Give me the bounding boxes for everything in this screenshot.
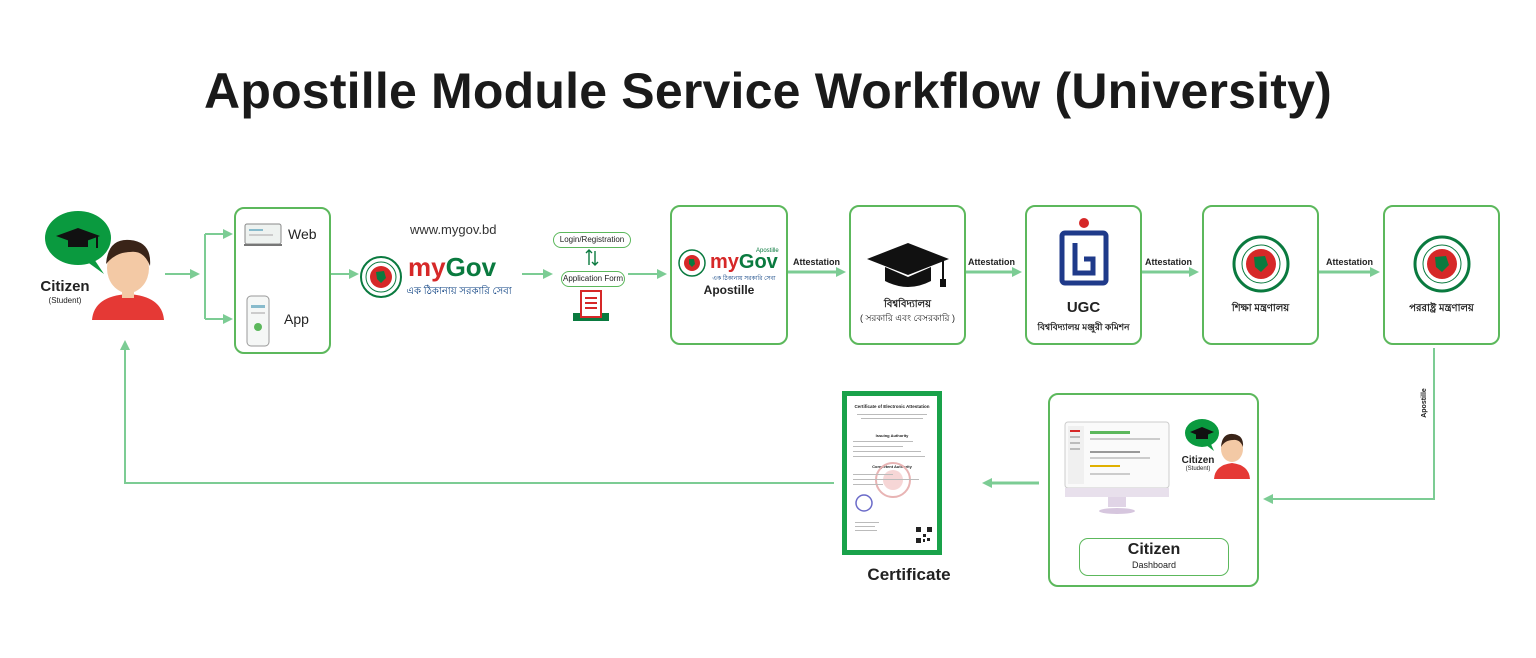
apostille-mygov-logo: myGov (710, 251, 778, 273)
certificate-text-line (853, 441, 913, 442)
mygov-url[interactable]: www.mygov.bd (410, 222, 497, 237)
certificate-text-line (861, 418, 923, 419)
university-box: বিশ্ববিদ্যালয় ( সরকারি এবং বেসরকারি ) (849, 205, 966, 345)
education-ministry-box: শিক্ষা মন্ত্রণালয় (1202, 205, 1319, 345)
bangladesh-govt-seal-icon (678, 249, 706, 277)
application-form-node: Login/Registration Application Form (553, 231, 631, 326)
arrow-certificate-citizen (120, 340, 834, 484)
university-line2: ( সরকারি এবং বেসরকারি ) (859, 313, 956, 323)
graduation-cap-icon (867, 243, 949, 287)
citizen-avatar-icon (1185, 419, 1250, 479)
dashboard-citizen-name: Citizen (1181, 455, 1215, 466)
application-form-pill[interactable]: Application Form (561, 271, 625, 287)
certificate-text-line (853, 474, 893, 475)
foreign-ministry-label: পররাষ্ট্র মন্ত্রণালয় (1409, 303, 1474, 314)
bangladesh-govt-seal-icon (1413, 235, 1471, 293)
web-laptop-icon (244, 223, 282, 246)
page-title: Apostille Module Service Workflow (Unive… (204, 63, 1332, 119)
dashboard-button-title: Citizen (1127, 541, 1181, 558)
certificate-seal-watermark-icon (875, 462, 911, 498)
citizen-avatar-icon (45, 211, 164, 320)
web-label[interactable]: Web (288, 226, 317, 242)
bangladesh-govt-seal-icon (360, 256, 402, 298)
mygov-logo: myGov (408, 252, 497, 282)
ugc-name: বিশ্ববিদ্যালয় মঞ্জুরী কমিশন (1037, 322, 1130, 332)
attestation-label-2: Attestation (968, 257, 1015, 267)
ugc-abbr: UGC (1066, 299, 1101, 316)
swap-arrows-icon (585, 249, 599, 266)
apostille-vertical-label: Apostille (1421, 388, 1428, 418)
attestation-label-1: Attestation (793, 257, 840, 267)
apostille-tagline: এক ঠিকানায় সরকারি সেবা (712, 276, 776, 282)
certificate-text-line (855, 526, 875, 527)
citizen-name: Citizen (40, 278, 90, 295)
mygov-portal: www.mygov.bd myGov এক ঠিকানায় সরকারি সে… (358, 220, 522, 300)
certificate-text-line (853, 451, 921, 452)
app-label[interactable]: App (284, 311, 309, 327)
mygov-tagline: এক ঠিকানায় সরকারি সেবা (406, 286, 512, 297)
citizen-role: (Student) (48, 296, 82, 305)
app-phone-icon (246, 295, 270, 347)
foreign-ministry-box: পররাষ্ট্র মন্ত্রণালয় (1383, 205, 1500, 345)
certificate-doc-title: Certificate of Electronic Attestation (854, 404, 930, 409)
certificate-text-line (853, 479, 919, 480)
ugc-box: UGC বিশ্ববিদ্যালয় মঞ্জুরী কমিশন (1025, 205, 1142, 345)
dashboard-citizen-role: (Student) (1185, 466, 1211, 472)
channels-box: Web App (234, 207, 331, 354)
certificate-competent: Competent Authority (872, 464, 912, 469)
login-registration-pill[interactable]: Login/Registration (553, 232, 631, 248)
certificate-stamp-icon (855, 494, 873, 512)
attestation-label-4: Attestation (1326, 257, 1373, 267)
arrow-ministry-dashboard (1263, 348, 1435, 504)
education-ministry-label: শিক্ষা মন্ত্রণালয় (1231, 303, 1290, 314)
apostille-label: Apostille (703, 283, 755, 297)
ugc-logo-icon (1059, 218, 1109, 286)
dashboard-button-sub: Dashboard (1131, 560, 1177, 570)
certificate-issuing: Issuing Authority (875, 433, 909, 438)
citizen-dashboard-button[interactable]: Citizen Dashboard (1079, 538, 1229, 576)
bangladesh-govt-seal-icon (1232, 235, 1290, 293)
certificate-text-line (857, 414, 927, 415)
certificate-text-line (855, 522, 879, 523)
certificate-text-line (853, 456, 925, 457)
certificate-label: Certificate (867, 565, 951, 584)
attestation-label-3: Attestation (1145, 257, 1192, 267)
certificate-text-line (853, 446, 903, 447)
computer-monitor-icon (1064, 421, 1170, 514)
university-line1: বিশ্ববিদ্যালয় (884, 299, 931, 310)
certificate-text-line (855, 530, 877, 531)
certificate-text-line (853, 484, 883, 485)
certificate-qr-code-icon (915, 526, 933, 544)
citizen-node: Citizen (Student) (26, 206, 171, 326)
document-laptop-icon (573, 290, 609, 321)
apostille-box: Apostille myGov এক ঠিকানায় সরকারি সেবা … (670, 205, 788, 345)
certificate-document[interactable]: Certificate of Electronic Attestation Is… (842, 391, 942, 555)
apostille-superscript: Apostille (756, 248, 779, 254)
